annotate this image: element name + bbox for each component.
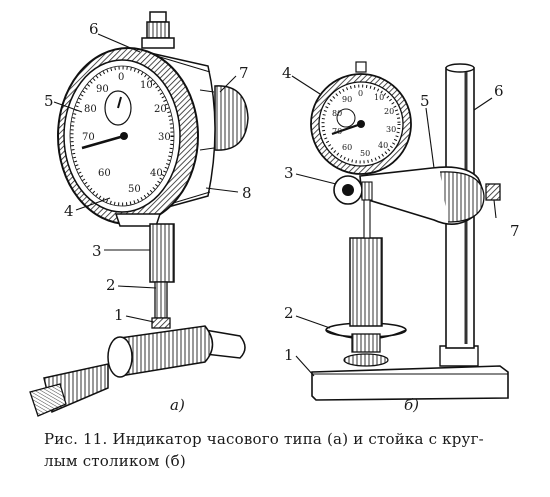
dial-b-num-30: 30 xyxy=(386,125,396,134)
dial-a-numbers: 0 10 20 30 40 50 60 70 80 90 xyxy=(82,72,171,195)
dial-b-num-40: 40 xyxy=(378,141,388,150)
workpiece xyxy=(29,325,246,417)
clamp-screw xyxy=(485,183,501,201)
callout-a-3: 3 xyxy=(92,242,102,260)
subfigure-a-label: а) xyxy=(170,396,185,414)
dial-a-num-70: 70 xyxy=(82,132,95,143)
dial-b-num-10: 10 xyxy=(374,93,384,102)
dial-a-num-30: 30 xyxy=(158,132,171,143)
dial-b-num-70: 70 xyxy=(332,127,342,136)
dial-b-num-20: 20 xyxy=(384,107,394,116)
callout-a-7: 7 xyxy=(239,64,249,82)
caption-line-2: лым столиком (б) xyxy=(44,452,186,470)
figure-caption: Рис. 11. Индикатор часового типа (а) и с… xyxy=(44,428,534,472)
callout-b-6: 6 xyxy=(494,82,504,100)
dial-b-numbers: 0 10 20 30 40 50 60 70 80 90 xyxy=(332,89,396,158)
top-cap xyxy=(149,11,167,23)
stand-base xyxy=(311,365,509,401)
dial-a-num-40: 40 xyxy=(150,168,163,179)
stand-assembly: 0 10 20 30 40 50 60 70 80 90 4 5 6 3 7 xyxy=(282,61,520,414)
stand-workpiece xyxy=(349,237,383,327)
dial-a-num-90: 90 xyxy=(96,84,109,95)
side-knob xyxy=(214,85,249,151)
callout-b-2: 2 xyxy=(284,304,294,322)
callout-b-3: 3 xyxy=(284,164,294,182)
top-stem xyxy=(146,21,170,39)
callout-a-1: 1 xyxy=(114,306,124,324)
dial-b-num-0: 0 xyxy=(358,89,363,98)
callouts-a: 6 5 7 8 4 3 2 1 xyxy=(44,20,252,324)
callout-b-7: 7 xyxy=(510,222,520,240)
callouts-b: 4 5 6 3 7 2 1 xyxy=(282,64,520,364)
callout-a-6: 6 xyxy=(89,20,99,38)
caption-line-1: Рис. 11. Индикатор часового типа (а) и с… xyxy=(44,430,484,448)
top-collar xyxy=(141,37,175,49)
dial-needle xyxy=(81,134,125,150)
callout-a-8: 8 xyxy=(242,184,252,202)
measuring-tip xyxy=(151,317,171,329)
dial-b-num-50: 50 xyxy=(360,149,370,158)
callout-b-1: 1 xyxy=(284,346,294,364)
subfigure-b-label: б) xyxy=(404,396,419,414)
dial-a-num-20: 20 xyxy=(154,104,167,115)
dial-a-num-80: 80 xyxy=(84,104,97,115)
dial-a-num-60: 60 xyxy=(98,168,111,179)
dial-b-num-90: 90 xyxy=(342,95,352,104)
callout-b-4: 4 xyxy=(282,64,292,82)
dial-a-num-50: 50 xyxy=(128,184,141,195)
dial-a-num-10: 10 xyxy=(140,80,153,91)
callout-a-2: 2 xyxy=(106,276,116,294)
dial-b-num-80: 80 xyxy=(332,109,342,118)
measuring-rod xyxy=(154,281,168,319)
dial-a-num-0: 0 xyxy=(118,72,124,83)
indicator-sleeve xyxy=(149,223,175,283)
callout-a-5: 5 xyxy=(44,92,54,110)
callout-a-4: 4 xyxy=(64,202,74,220)
callout-b-5: 5 xyxy=(420,92,430,110)
dial-b-num-60: 60 xyxy=(342,143,352,152)
indicator-assembly: 0 10 20 30 40 50 60 70 80 90 xyxy=(29,11,252,417)
